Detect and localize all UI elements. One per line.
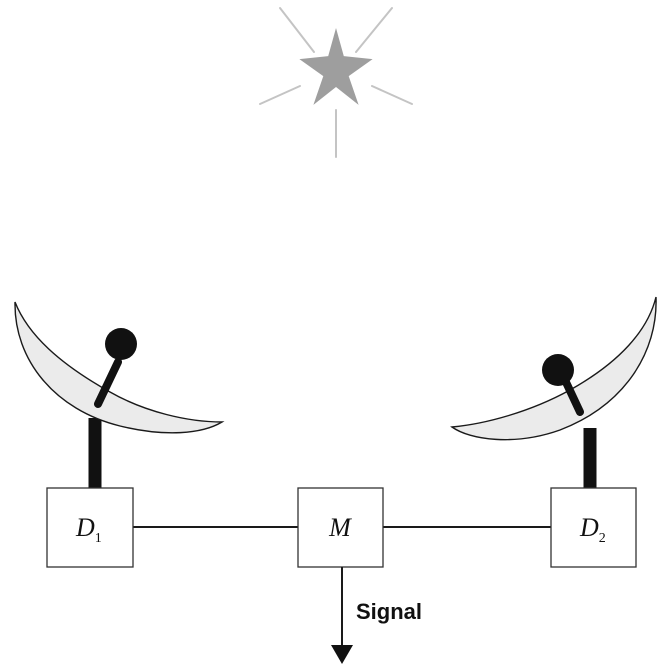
radio-source — [259, 7, 413, 158]
satellite-dish-icon — [14, 301, 225, 434]
mixer-box — [297, 487, 384, 568]
feed-arm — [94, 358, 122, 408]
detector-box — [46, 487, 134, 568]
detector-box — [550, 487, 637, 568]
output-arrow: Signal — [331, 567, 422, 664]
mixer-label: M — [328, 513, 352, 542]
mixer: M — [297, 487, 384, 568]
ray-line — [355, 7, 393, 53]
emission-rays — [259, 7, 413, 158]
detector-label: D2 — [579, 513, 606, 546]
satellite-dish-icon — [450, 296, 657, 441]
arrow-down-icon — [331, 645, 353, 664]
feed-horn — [105, 328, 137, 360]
antenna-left — [14, 301, 225, 488]
detector-label: D1 — [75, 513, 102, 546]
signal-label: Signal — [356, 599, 422, 624]
feed-horn — [542, 354, 574, 386]
detector-d2: D2 — [550, 487, 637, 568]
star-icon — [299, 28, 373, 105]
antenna-right — [450, 296, 657, 488]
ray-line — [259, 85, 301, 105]
detector-d1: D1 — [46, 487, 134, 568]
feed-arm — [561, 376, 584, 416]
ray-line — [279, 7, 315, 53]
ray-line — [371, 85, 413, 105]
